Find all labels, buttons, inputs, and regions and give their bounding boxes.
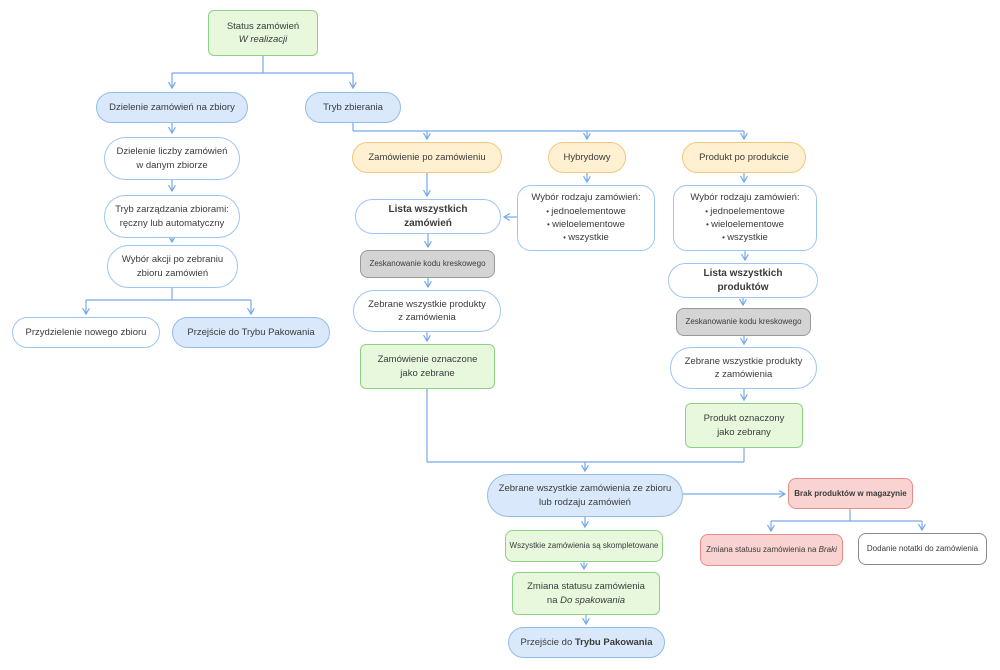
node-label: ręczny lub automatyczny <box>119 217 225 229</box>
node-label: Wszystkie zamówienia są skompletowane <box>509 541 659 551</box>
node-label: Lista wszystkich produktów <box>703 267 783 293</box>
node-lista-wszystkich-produktow: Lista wszystkich produktów <box>668 263 818 298</box>
node-label: Przejście do Trybu Pakowania <box>187 326 315 338</box>
node-label: Zamówienie po zamówieniu <box>368 151 486 163</box>
node-label: Dzielenie zamówień na zbiory <box>109 101 235 113</box>
node-list-item: jednoelementowe <box>546 205 625 218</box>
node-brak-produktow-w-magazynie: Brak produktów w magazynie <box>788 478 913 509</box>
node-list-item: wieloelementowe <box>706 218 784 231</box>
node-label: Dodanie notatki do zamówienia <box>866 544 979 554</box>
node-produkt-oznaczony: Produkt oznaczony jako zebrany <box>685 403 803 448</box>
node-przejscie-trybu-pakowania-1: Przejście do Trybu Pakowania <box>172 317 330 348</box>
node-label: Hybrydowy <box>563 151 611 163</box>
node-label: Brak produktów w magazynie <box>794 488 907 498</box>
node-label: zbioru zamówień <box>136 267 209 279</box>
node-label: Zamówienie oznaczone <box>377 354 478 366</box>
node-label: Przejście do Trybu Pakowania <box>520 636 653 648</box>
node-label: Przydzielenie nowego zbioru <box>25 326 147 338</box>
node-zmiana-statusu-do-spakowania: Zmiana statusu zamówienia na Do spakowan… <box>512 572 660 615</box>
node-label: Zebrane wszystkie produkty <box>684 355 803 367</box>
node-label: z zamówienia <box>714 369 773 380</box>
node-zebrane-produkty-1: Zebrane wszystkie produkty z zamówienia <box>353 290 501 332</box>
node-label: jako zebrane <box>400 367 455 379</box>
node-label: lub rodzaju zamówień <box>539 496 631 508</box>
node-wybor-akcji-po-zebraniu: Wybór akcji po zebraniu zbioru zamówień <box>107 245 238 288</box>
node-tryb-zarzadzania-zbiorami: Tryb zarządzania zbiorami: ręczny lub au… <box>104 195 240 238</box>
node-produkt-po-produkcie: Produkt po produkcie <box>682 142 806 173</box>
node-label: Produkt oznaczony <box>703 413 785 425</box>
node-label: Tryb zarządzania zbiorami: <box>115 204 229 216</box>
node-list-item: jednoelementowe <box>705 205 784 218</box>
node-label: Status zamówień <box>226 20 300 32</box>
node-label: Zmiana statusu zamówienia na Braki <box>706 545 837 555</box>
node-zmiana-statusu-braki: Zmiana statusu zamówienia na Braki <box>700 534 843 566</box>
node-label: Wybór rodzaju zamówień: <box>531 192 641 204</box>
node-zamowienia-skompletowane: Wszystkie zamówienia są skompletowane <box>505 530 663 562</box>
node-label: Tryb zbierania <box>323 101 383 113</box>
node-label: W realizacji <box>238 34 288 45</box>
node-wybor-rodzaju-zamowien-hybrydowy: Wybór rodzaju zamówień: jednoelementowe … <box>517 185 655 251</box>
node-zeskanowanie-kodu-2: Zeskanowanie kodu kreskowego <box>676 308 811 336</box>
node-wybor-rodzaju-zamowien-produkt: Wybór rodzaju zamówień: jednoelementowe … <box>673 185 817 251</box>
node-label: na Do spakowania <box>546 594 626 606</box>
node-label: z zamówienia <box>398 312 456 323</box>
node-label: Wybór rodzaju zamówień: <box>690 192 800 204</box>
node-przydzielenie-nowego-zbioru: Przydzielenie nowego zbioru <box>12 317 160 348</box>
node-label: w danym zbiorze <box>136 159 208 171</box>
node-label: Dzielenie liczby zamówień <box>116 146 228 158</box>
node-dzielenie-liczby-zamowien: Dzielenie liczby zamówień w danym zbiorz… <box>104 137 240 180</box>
node-label: jako zebrany <box>717 426 771 438</box>
node-hybrydowy: Hybrydowy <box>548 142 626 173</box>
node-zebrane-produkty-2: Zebrane wszystkie produkty z zamówienia <box>670 347 817 389</box>
node-list-item: wieloelementowe <box>547 218 625 231</box>
node-label: Zeskanowanie kodu kreskowego <box>685 317 802 327</box>
node-zamowienie-po-zamowieniu: Zamówienie po zamówieniu <box>352 142 502 173</box>
node-przejscie-trybu-pakowania-2: Przejście do Trybu Pakowania <box>508 627 665 658</box>
node-label: Lista wszystkich zamówień <box>388 203 468 229</box>
node-zebrane-wszystkie-zamowienia: Zebrane wszystkie zamówienia ze zbioru l… <box>487 474 683 517</box>
node-tryb-zbierania: Tryb zbierania <box>305 92 401 123</box>
node-dodanie-notatki: Dodanie notatki do zamówienia <box>858 533 987 565</box>
node-list-item: wszystkie <box>722 231 768 244</box>
node-list-item: wszystkie <box>563 231 609 244</box>
node-label: Zebrane wszystkie zamówienia ze zbioru <box>498 483 672 495</box>
node-label: Produkt po produkcie <box>699 151 789 163</box>
node-label: Zeskanowanie kodu kreskowego <box>369 259 486 269</box>
node-zamowienie-oznaczone: Zamówienie oznaczone jako zebrane <box>360 344 495 389</box>
node-label: Zmiana statusu zamówienia <box>527 581 645 593</box>
node-status-zamowien: Status zamówień W realizacji <box>208 10 318 56</box>
node-zeskanowanie-kodu-1: Zeskanowanie kodu kreskowego <box>360 250 495 278</box>
node-label: Wybór akcji po zebraniu <box>121 254 224 266</box>
node-lista-wszystkich-zamowien: Lista wszystkich zamówień <box>355 199 501 234</box>
node-dzielenie-zamowien-na-zbiory: Dzielenie zamówień na zbiory <box>96 92 248 123</box>
node-label: Zebrane wszystkie produkty <box>368 298 486 310</box>
